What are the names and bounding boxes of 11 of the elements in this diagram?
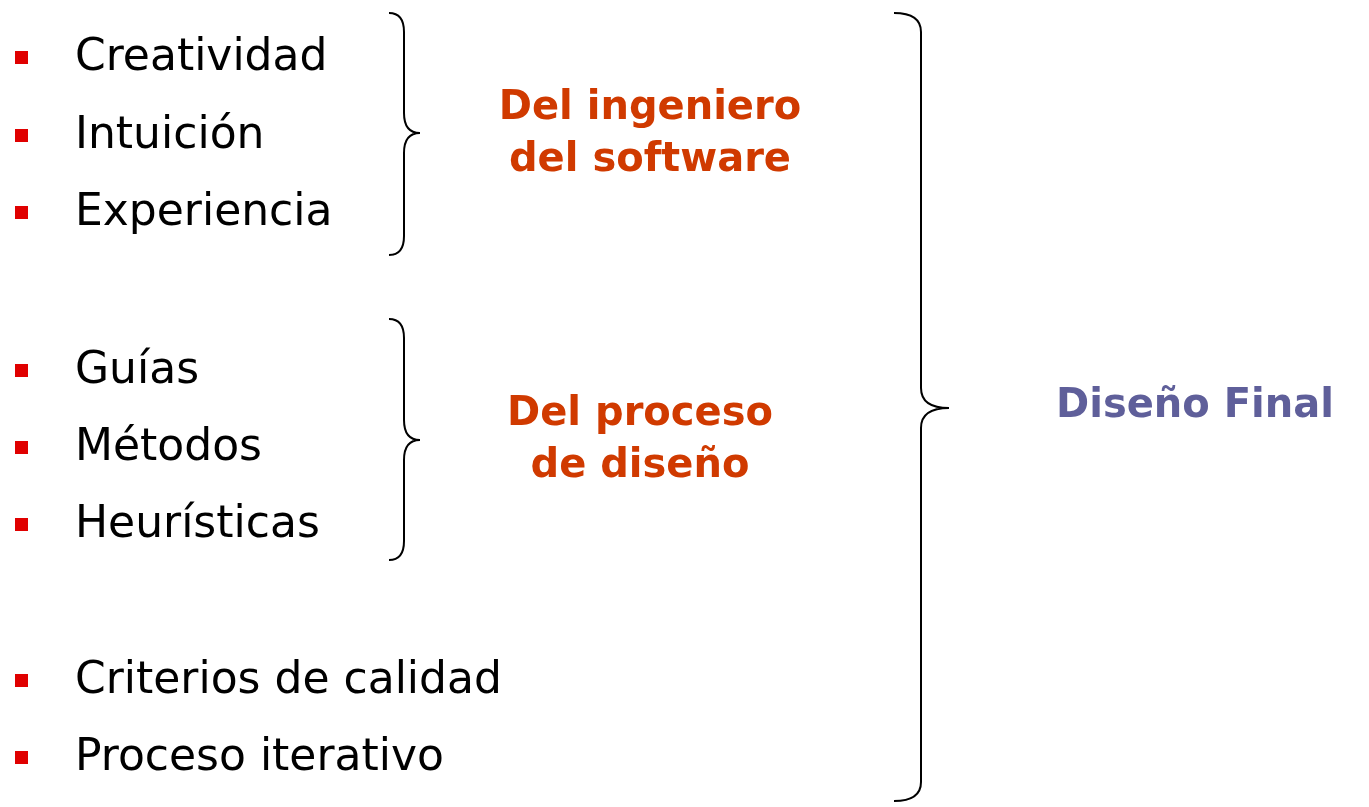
list-item: Heurísticas bbox=[75, 495, 320, 549]
group-label: Del ingeniero del software bbox=[497, 81, 803, 182]
list-item: Guías bbox=[75, 341, 200, 395]
list-item: Intuición bbox=[75, 106, 265, 160]
list-item: Métodos bbox=[75, 418, 262, 472]
list-item: Creatividad bbox=[75, 28, 328, 82]
list-item: Proceso iterativo bbox=[75, 728, 444, 782]
list-item: Experiencia bbox=[75, 183, 333, 237]
list-item: Criterios de calidad bbox=[75, 651, 502, 705]
group-label: Del proceso de diseño bbox=[506, 387, 774, 488]
result-label: Diseño Final bbox=[1055, 379, 1335, 428]
